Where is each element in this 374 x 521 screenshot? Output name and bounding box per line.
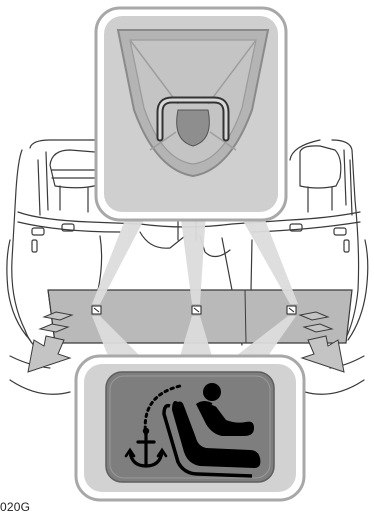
child-head (203, 383, 221, 401)
child-seat-anchor-symbol (76, 356, 304, 500)
right-headrest (300, 146, 341, 188)
left-headrest (50, 150, 101, 188)
anchor-handle-closeup (96, 8, 286, 220)
figure-reference-code: 020G (0, 500, 30, 514)
belt-buckle (32, 228, 44, 235)
belt-buckle (334, 228, 346, 235)
